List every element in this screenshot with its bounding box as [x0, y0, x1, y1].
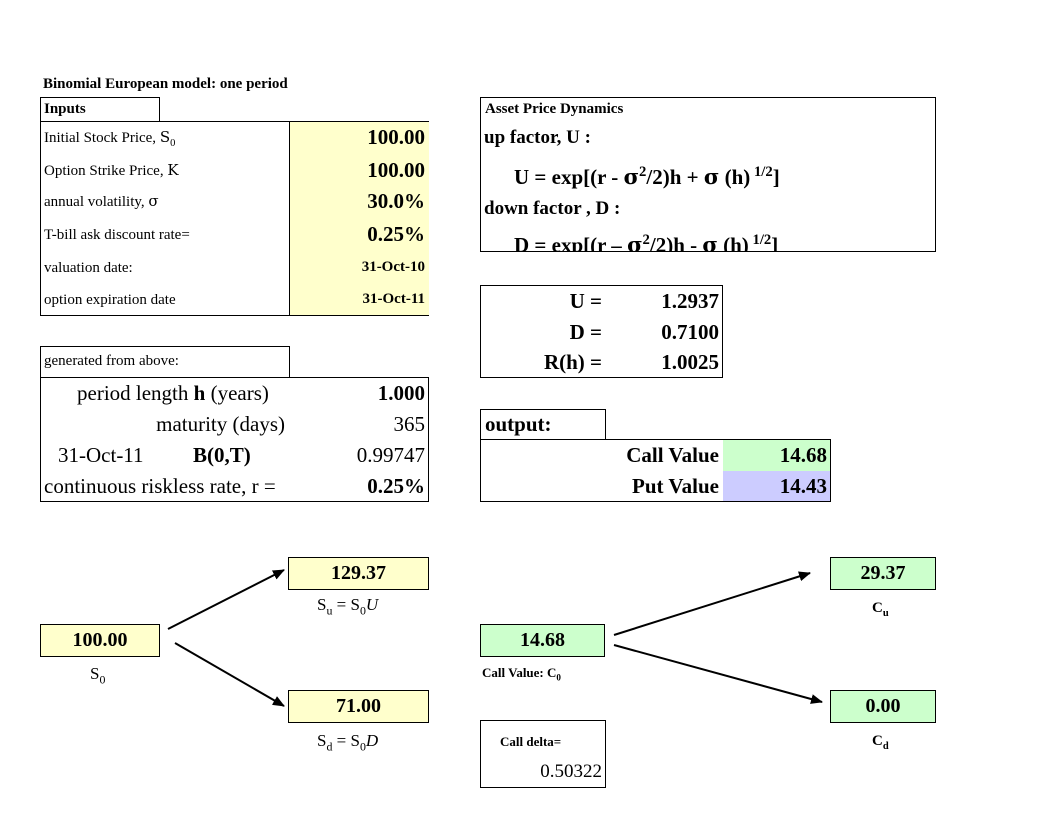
- maturity-row: maturity (days) 365: [41, 409, 428, 440]
- bond-value: 0.99747: [356, 443, 425, 467]
- maturity-value: 365: [393, 412, 426, 436]
- call-delta-value: 0.50322: [540, 761, 602, 782]
- stock-down-arrow: [174, 642, 285, 707]
- s0-label: S0: [90, 664, 106, 687]
- call-value-label: Call Value: [626, 443, 719, 467]
- rate-label: continuous riskless rate, r =: [44, 474, 276, 498]
- asset-price-dynamics: Asset Price Dynamics up factor, U : U = …: [480, 97, 936, 252]
- period-unit: (years): [210, 381, 269, 405]
- input-row: Initial Stock Price, S0 100.00: [41, 122, 428, 153]
- input-value: 0.25%: [367, 222, 425, 246]
- cd-node: 0.00: [830, 690, 936, 723]
- call-value: 14.68: [779, 443, 827, 467]
- input-label: valuation date:: [44, 260, 133, 276]
- input-label: Initial Stock Price, S0: [44, 128, 176, 149]
- call-delta-label: Call delta=: [500, 734, 562, 749]
- inputs-value-column: [289, 122, 429, 315]
- generated-table: period length h (years) 1.000 maturity (…: [40, 377, 429, 502]
- maturity-label: maturity (days): [156, 412, 285, 436]
- call-delta-box: Call delta= 0.50322: [480, 720, 606, 788]
- input-label: option expiration date: [44, 292, 176, 308]
- input-label: annual volatility, σ: [44, 192, 159, 210]
- bond-row: 31-Oct-11 B(0,T) 0.99747: [41, 440, 428, 471]
- input-row: option expiration date 31-Oct-11: [41, 284, 428, 315]
- period-row: period length h (years) 1.000: [41, 378, 428, 409]
- input-row: Option Strike Price, K 100.00: [41, 155, 428, 186]
- cu-label: Cu: [872, 600, 889, 619]
- up-factor-label: up factor, U :: [484, 127, 591, 148]
- su-node: 129.37: [288, 557, 429, 590]
- down-factor-label: down factor , D :: [484, 198, 621, 219]
- call-row: Call Value 14.68: [481, 440, 830, 471]
- put-value-cell: [723, 471, 830, 501]
- input-row: T-bill ask discount rate= 0.25%: [41, 219, 428, 250]
- s0-node: 100.00: [40, 624, 160, 657]
- call-down-arrow: [613, 644, 823, 704]
- put-value: 14.43: [779, 474, 827, 498]
- rate-value: 0.25%: [367, 474, 425, 498]
- output-table: Call Value 14.68 Put Value 14.43: [480, 439, 831, 502]
- sd-label: Sd = S0D: [317, 731, 379, 754]
- put-value-label: Put Value: [632, 474, 719, 498]
- put-row: Put Value 14.43: [481, 471, 830, 502]
- call-value-cell: [723, 440, 830, 471]
- bond-label: B(0,T): [193, 443, 251, 467]
- period-value: 1.000: [377, 381, 425, 405]
- period-h: h: [193, 381, 206, 405]
- bond-date: 31-Oct-11: [58, 443, 144, 467]
- page-title: Binomial European model: one period: [43, 76, 288, 92]
- rate-row: continuous riskless rate, r = 0.25%: [41, 471, 428, 502]
- period-label: period length: [77, 381, 189, 405]
- factors-table: U = 1.2937 D = 0.7100 R(h) = 1.0025: [480, 285, 723, 378]
- factor-row-rh: R(h) = 1.0025: [543, 350, 719, 374]
- su-label: Su = S0U: [317, 595, 379, 618]
- c0-node: 14.68: [480, 624, 605, 657]
- input-label: Option Strike Price, K: [44, 161, 179, 179]
- input-row: annual volatility, σ 30.0%: [41, 186, 428, 217]
- input-value: 31-Oct-10: [361, 259, 425, 275]
- input-value: 30.0%: [367, 189, 425, 213]
- factor-row-d: D = 0.7100: [569, 320, 719, 344]
- input-value: 31-Oct-11: [362, 291, 425, 307]
- input-value: 100.00: [367, 158, 425, 182]
- dynamics-header: Asset Price Dynamics: [485, 101, 624, 117]
- sd-node: 71.00: [288, 690, 429, 723]
- input-row: valuation date: 31-Oct-10: [41, 252, 428, 283]
- input-label: T-bill ask discount rate=: [44, 227, 190, 243]
- stock-up-arrow: [167, 569, 285, 630]
- call-up-arrow: [613, 571, 811, 636]
- down-formula: D = exp[(r – σ2/2)h - σ (h) 1/2]: [514, 232, 779, 252]
- input-value: 100.00: [367, 125, 425, 149]
- up-formula: U = exp[(r - σ2/2)h + σ (h) 1/2]: [514, 164, 780, 189]
- c0-label: Call Value: C0: [482, 665, 561, 683]
- factor-row-u: U = 1.2937: [569, 289, 719, 313]
- cd-label: Cd: [872, 733, 889, 752]
- cu-node: 29.37: [830, 557, 936, 590]
